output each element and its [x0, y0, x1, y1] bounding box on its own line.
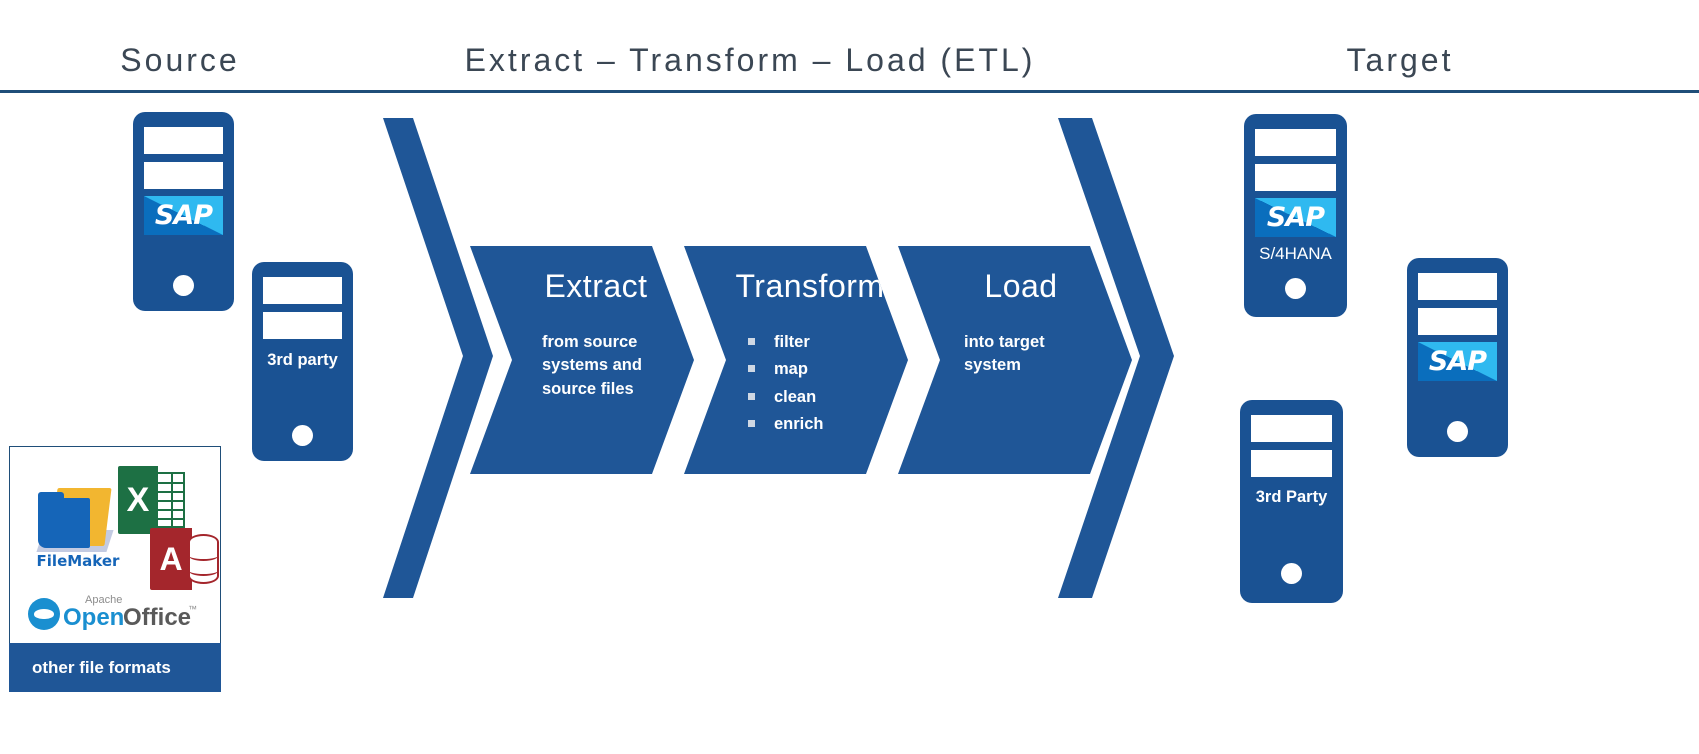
sap-logo: SAP [144, 196, 223, 235]
sap-logo: SAP [1418, 342, 1497, 381]
access-database-icon [188, 534, 219, 584]
bullet-square-icon [748, 420, 755, 428]
stage-bullet-item: clean [746, 386, 824, 409]
openoffice-gull-icon [28, 598, 60, 630]
sap-logo-triangle [1418, 342, 1497, 381]
stage-line: systems and [542, 356, 642, 375]
etl-stage-extract: Extract from source systems and source f… [470, 246, 694, 474]
column-heading-source: Source [120, 42, 240, 78]
filemaker-folder-blue [38, 498, 90, 548]
stage-bullet-item: map [746, 358, 824, 381]
excel-logo-text: X [126, 480, 150, 519]
file-formats-caption: other file formats [32, 657, 171, 677]
bullet-text: enrich [774, 415, 824, 434]
bullet-text: filter [774, 333, 810, 351]
access-doc: A [150, 528, 192, 590]
server-tower-s4hana: SAP S/4HANA [1244, 114, 1347, 317]
filemaker-logo: FileMaker [30, 478, 120, 573]
bullet-text: clean [774, 387, 817, 406]
bullet-square-icon [748, 392, 755, 400]
server-bay [144, 162, 223, 189]
power-button-icon [292, 425, 313, 446]
stage-title: Load [984, 268, 1058, 304]
etl-stage-transform: Transform filter map clean enrich [684, 246, 908, 474]
stage-title: Extract [544, 268, 648, 304]
power-button-icon [1285, 278, 1306, 299]
file-formats-caption-band: other file formats [9, 643, 221, 692]
column-heading-etl: Extract – Transform – Load (ETL) [464, 42, 1036, 78]
stage-title: Transform [735, 268, 885, 304]
excel-logo: X [118, 466, 186, 534]
openoffice-apache-text: Apache [85, 594, 123, 606]
power-button-icon [173, 275, 194, 296]
server-bay [1418, 273, 1497, 300]
bullet-square-icon [748, 338, 755, 345]
openoffice-office-text: Office [123, 604, 192, 631]
stage-bullet-list: filter map clean enrich [746, 331, 824, 437]
server-label: 3rd Party [1255, 488, 1328, 506]
server-tower-third-party-source: 3rd party [252, 262, 353, 461]
excel-doc: X [118, 466, 158, 534]
sap-logo-text: SAP [1428, 346, 1487, 377]
server-bay [1255, 129, 1336, 156]
bullet-square-icon [748, 365, 755, 373]
server-bay [263, 312, 342, 339]
excel-grid-icon [156, 472, 185, 528]
server-bay [1418, 308, 1497, 335]
access-logo-text: A [159, 540, 183, 577]
sap-logo: SAP [1255, 198, 1336, 237]
filemaker-folder-tab [38, 492, 64, 502]
filemaker-logo-text: FileMaker [36, 552, 120, 570]
server-label: S/4HANA [1259, 244, 1332, 263]
stage-bullet-item: filter [746, 331, 824, 354]
server-tower-third-party-target: 3rd Party [1240, 400, 1343, 603]
stage-line: from source [542, 333, 638, 351]
stage-bullet-item: enrich [746, 413, 824, 436]
outer-chevron-left-icon [383, 118, 493, 598]
power-button-icon [1281, 563, 1302, 584]
column-heading-target: Target [1346, 42, 1454, 78]
openoffice-logo: Apache Open Office ™ [28, 594, 204, 634]
stage-line: system [964, 356, 1021, 375]
server-bay [263, 277, 342, 304]
sap-logo-triangle [144, 196, 223, 235]
server-bay [1251, 450, 1332, 477]
server-bay [1255, 164, 1336, 191]
sap-logo-triangle [1255, 198, 1336, 237]
server-tower-sap-target: SAP [1407, 258, 1508, 457]
sap-logo-text: SAP [1266, 202, 1325, 233]
server-tower-sap-source: SAP [133, 112, 234, 311]
server-bay [144, 127, 223, 154]
outer-chevron-right-icon [1058, 118, 1174, 598]
bullet-text: map [774, 360, 808, 379]
server-label: 3rd party [267, 351, 338, 369]
header-divider-rule [0, 90, 1699, 93]
power-button-icon [1447, 421, 1468, 442]
sap-logo-text: SAP [154, 200, 213, 231]
etl-stage-load: Load into target system [898, 246, 1132, 474]
stage-line: source files [542, 379, 634, 398]
stage-line: into target [964, 333, 1045, 351]
openoffice-tm-text: ™ [188, 604, 197, 614]
server-bay [1251, 415, 1332, 442]
openoffice-open-text: Open [63, 604, 125, 631]
access-logo: A [150, 528, 220, 590]
